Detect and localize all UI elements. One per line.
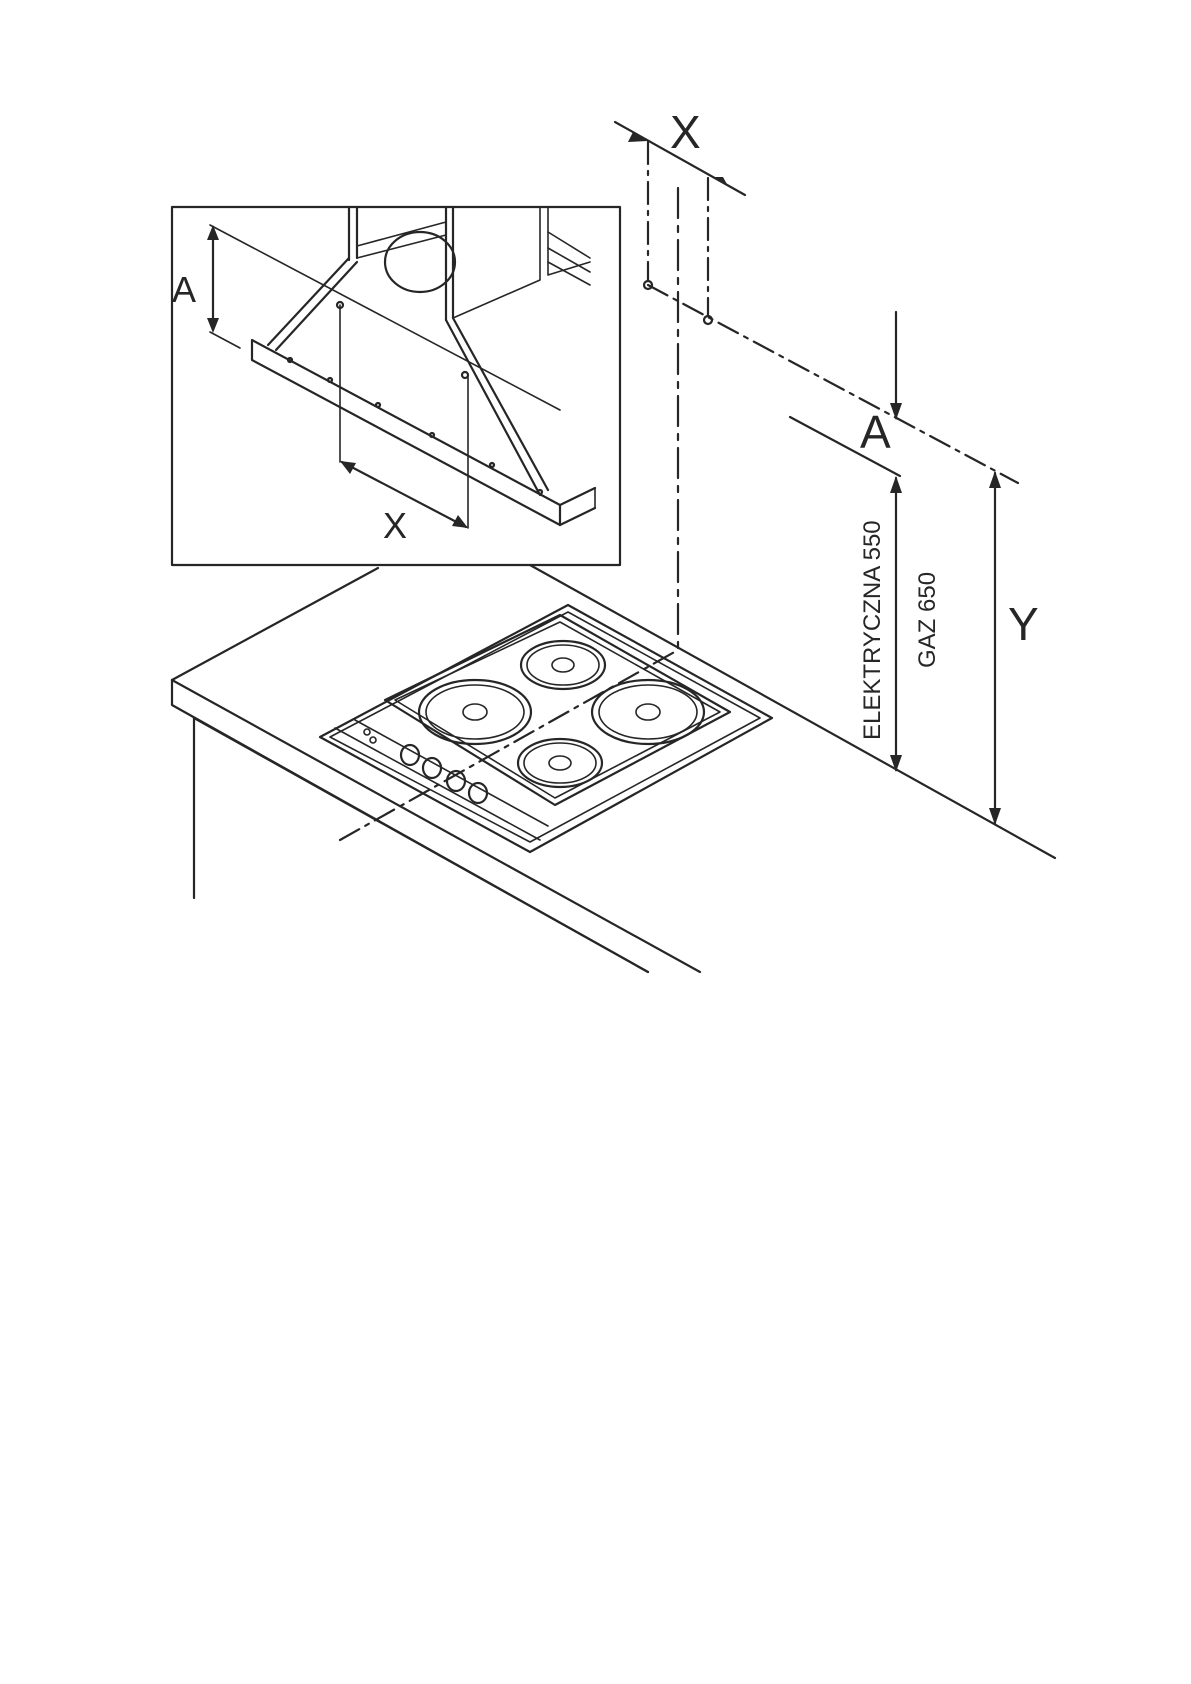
right-a-dimension: A	[790, 312, 902, 476]
hood-canopy	[252, 258, 595, 525]
gas-dimension-label: GAZ 650	[914, 572, 941, 668]
inset-hood-detail: A X	[172, 207, 620, 565]
y-dimension: Y	[989, 471, 1039, 825]
hob-axis-line	[340, 650, 678, 840]
hood-bottom-edge-line	[648, 285, 1018, 483]
inset-dimension-x: X	[340, 305, 468, 546]
inset-x-label: X	[383, 505, 407, 546]
right-a-label: A	[860, 406, 891, 458]
electric-dimension-label: ELEKTRYCZNA 550	[859, 520, 886, 740]
top-x-label: X	[670, 106, 701, 158]
hob-knobs	[401, 745, 487, 803]
inset-a-label: A	[172, 269, 196, 310]
hood-chimney	[349, 207, 590, 320]
hob	[320, 605, 772, 852]
top-x-dimension: X	[615, 106, 745, 324]
inset-dimension-a: A	[172, 225, 560, 410]
y-label: Y	[1008, 598, 1039, 650]
height-electric-gas-dimension: ELEKTRYCZNA 550 GAZ 650	[859, 476, 941, 772]
